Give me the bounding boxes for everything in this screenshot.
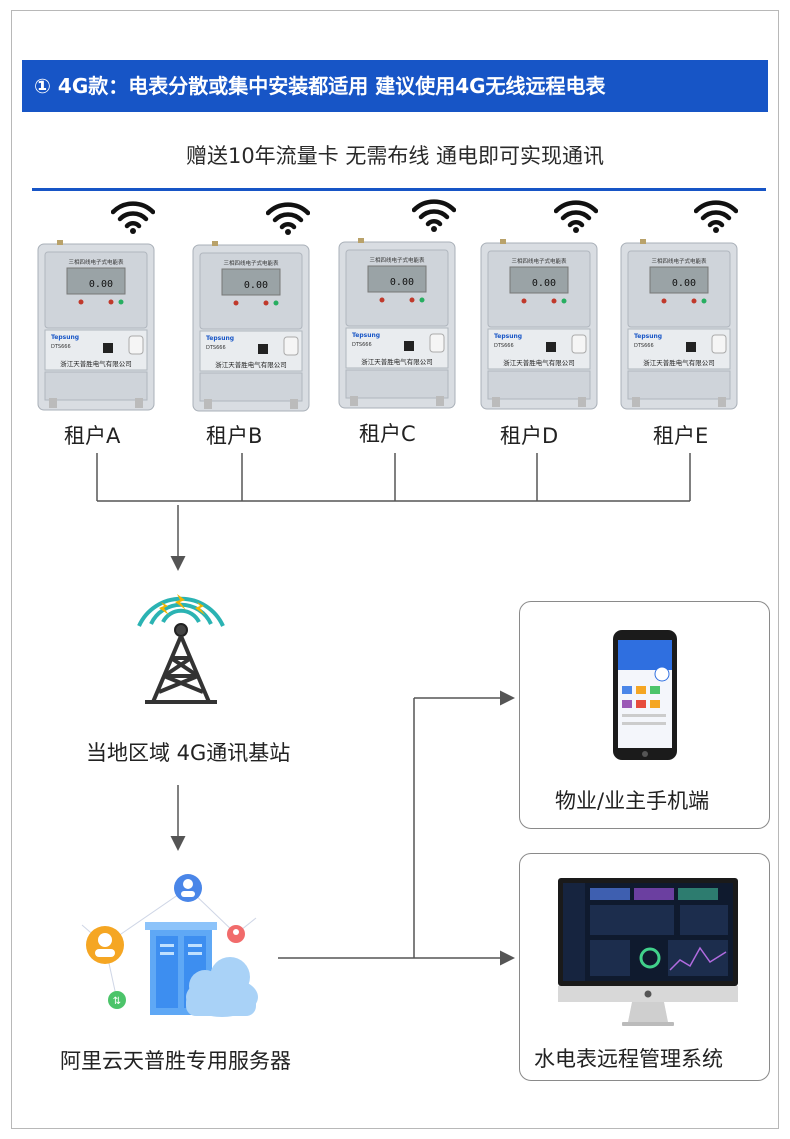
meter-title: 三相四线电子式电能表 [651, 257, 707, 265]
meter-model: DTS666 [51, 344, 71, 350]
desktop-label: 水电表远程管理系统 [534, 1047, 723, 1071]
tenant-label: 租户B [206, 424, 263, 448]
tower-label: 当地区域 4G通讯基站 [86, 741, 291, 765]
meter-company: 浙江天普胜电气有限公司 [361, 357, 433, 366]
tenant-label: 租户E [653, 424, 709, 448]
meter-brand: Tepsung [352, 332, 380, 339]
meter-company: 浙江天普胜电气有限公司 [503, 358, 575, 367]
tenant-label: 租户D [500, 424, 559, 448]
meter-reading: 0.00 [244, 280, 268, 291]
meter-model: DTS666 [634, 343, 654, 349]
subtitle: 赠送10年流量卡 无需布线 通电即可实现通讯 [185, 144, 605, 168]
meter-reading: 0.00 [390, 277, 414, 288]
server-label: 阿里云天普胜专用服务器 [60, 1049, 291, 1073]
mobile-label: 物业/业主手机端 [555, 789, 710, 813]
tenant-label: 租户A [64, 424, 121, 448]
meter-brand: Tepsung [494, 333, 522, 340]
meter-reading: 0.00 [672, 278, 696, 289]
meter-brand: Tepsung [51, 334, 79, 341]
meter-title: 三相四线电子式电能表 [369, 256, 425, 264]
tenant-label: 租户C [359, 422, 416, 446]
divider-rule [32, 188, 766, 191]
meter-reading: 0.00 [89, 279, 113, 290]
meter-brand: Tepsung [634, 333, 662, 340]
section-banner: ① 4G款：电表分散或集中安装都适用 建议使用4G无线远程电表 [22, 60, 768, 112]
meter-reading: 0.00 [532, 278, 556, 289]
meter-title: 三相四线电子式电能表 [68, 258, 124, 266]
meter-company: 浙江天普胜电气有限公司 [643, 358, 715, 367]
meter-model: DTS666 [352, 342, 372, 348]
meter-model: DTS666 [494, 343, 514, 349]
meter-company: 浙江天普胜电气有限公司 [215, 360, 287, 369]
meter-brand: Tepsung [206, 335, 234, 342]
meter-model: DTS666 [206, 345, 226, 351]
meter-company: 浙江天普胜电气有限公司 [60, 359, 132, 368]
meter-title: 三相四线电子式电能表 [223, 259, 279, 267]
meter-title: 三相四线电子式电能表 [511, 257, 567, 265]
